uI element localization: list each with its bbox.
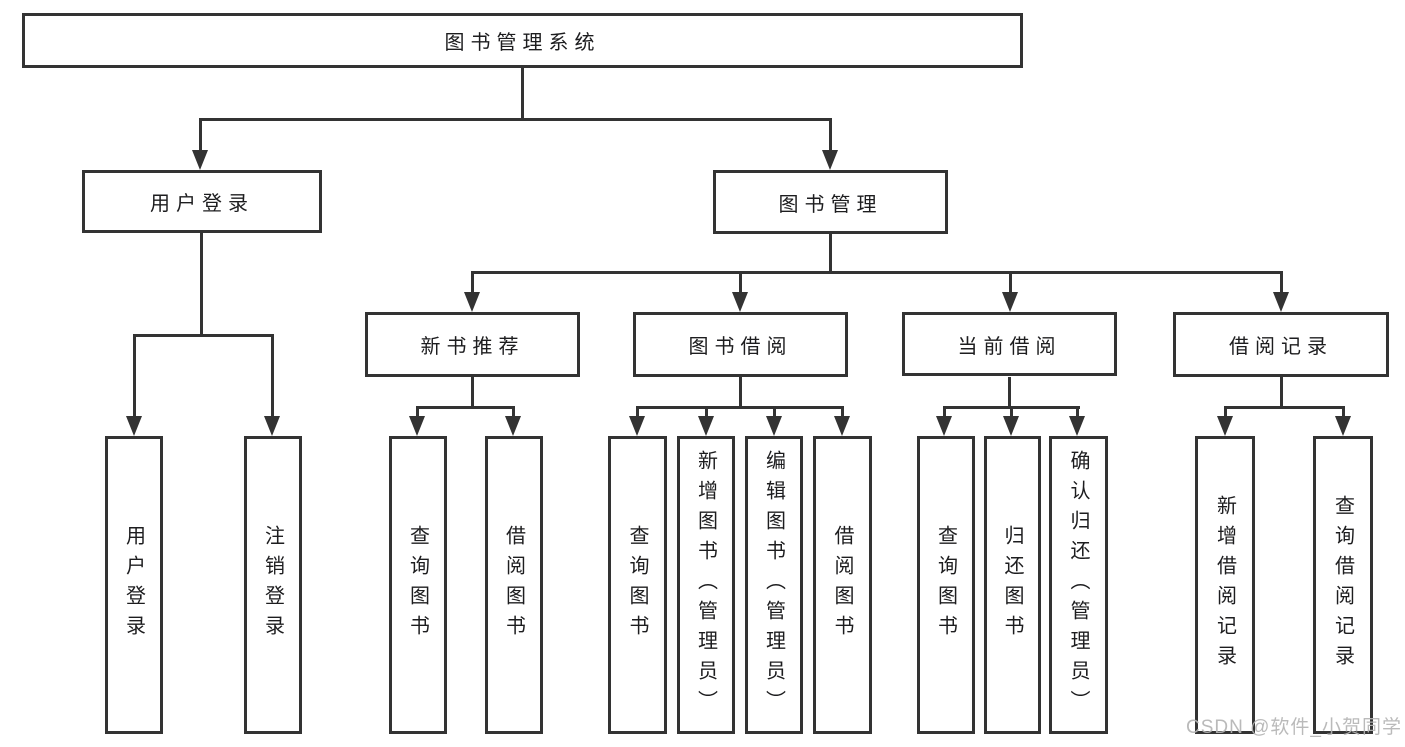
leaf-records-add-record: 新增借阅记录	[1195, 436, 1255, 734]
connector-shaft	[1009, 271, 1012, 294]
connector-shaft	[739, 271, 742, 294]
arrow-down-icon	[464, 292, 480, 312]
connector-hline	[199, 118, 832, 121]
connector-vline	[521, 68, 524, 121]
connector-vline	[1280, 377, 1283, 408]
arrow-down-icon	[1069, 416, 1085, 436]
connector-hline	[1224, 406, 1345, 409]
arrow-down-icon	[732, 292, 748, 312]
arrow-down-icon	[1002, 292, 1018, 312]
connector-shaft	[199, 118, 202, 153]
connector-vline	[1008, 377, 1011, 408]
connector-shaft	[841, 406, 844, 418]
connector-shaft	[512, 406, 515, 418]
connector-shaft	[271, 334, 274, 418]
connector-vline	[739, 377, 742, 408]
connector-vline	[471, 377, 474, 408]
arrow-down-icon	[1335, 416, 1351, 436]
connector-vline	[200, 233, 203, 336]
leaf-borrow-edit-book-admin: 编辑图书（管理员）	[745, 436, 803, 734]
connector-shaft	[829, 118, 832, 153]
leaf-user-login: 用户登录	[105, 436, 163, 734]
arrow-down-icon	[1217, 416, 1233, 436]
leaf-records-query-record: 查询借阅记录	[1313, 436, 1373, 734]
arrow-down-icon	[264, 416, 280, 436]
node-new-book-recommendation: 新书推荐	[365, 312, 580, 377]
connector-shaft	[773, 406, 776, 418]
connector-vline	[829, 234, 832, 273]
arrow-down-icon	[126, 416, 142, 436]
connector-shaft	[1224, 406, 1227, 418]
connector-shaft	[705, 406, 708, 418]
leaf-current-query-book: 查询图书	[917, 436, 975, 734]
node-current-borrowing: 当前借阅	[902, 312, 1117, 376]
arrow-down-icon	[1273, 292, 1289, 312]
arrow-down-icon	[766, 416, 782, 436]
arrow-down-icon	[936, 416, 952, 436]
arrow-down-icon	[505, 416, 521, 436]
arrow-down-icon	[822, 150, 838, 170]
connector-shaft	[1010, 406, 1013, 418]
node-book-management: 图书管理	[713, 170, 948, 234]
arrow-down-icon	[192, 150, 208, 170]
connector-shaft	[943, 406, 946, 418]
connector-hline	[133, 334, 274, 337]
connector-shaft	[1076, 406, 1079, 418]
arrow-down-icon	[834, 416, 850, 436]
arrow-down-icon	[1003, 416, 1019, 436]
arrow-down-icon	[698, 416, 714, 436]
leaf-rec-query-book: 查询图书	[389, 436, 447, 734]
connector-shaft	[1280, 271, 1283, 294]
leaf-current-confirm-return-admin: 确认归还（管理员）	[1049, 436, 1108, 734]
leaf-borrow-borrow-book: 借阅图书	[813, 436, 872, 734]
arrow-down-icon	[409, 416, 425, 436]
leaf-borrow-query-book: 查询图书	[608, 436, 667, 734]
csdn-watermark: CSDN @软件_小贺同学	[1186, 717, 1402, 738]
leaf-logout-login: 注销登录	[244, 436, 302, 734]
connector-shaft	[1342, 406, 1345, 418]
leaf-current-return-book: 归还图书	[984, 436, 1041, 734]
node-user-login: 用户登录	[82, 170, 322, 233]
leaf-borrow-add-book-admin: 新增图书（管理员）	[677, 436, 735, 734]
connector-hline	[471, 271, 1283, 274]
connector-hline	[636, 406, 844, 409]
connector-shaft	[636, 406, 639, 418]
arrow-down-icon	[629, 416, 645, 436]
connector-shaft	[471, 271, 474, 294]
leaf-rec-borrow-book: 借阅图书	[485, 436, 543, 734]
connector-hline	[416, 406, 515, 409]
node-book-borrowing: 图书借阅	[633, 312, 848, 377]
connector-shaft	[416, 406, 419, 418]
node-library-management-system: 图书管理系统	[22, 13, 1023, 68]
node-borrowing-records: 借阅记录	[1173, 312, 1389, 377]
connector-shaft	[133, 334, 136, 418]
